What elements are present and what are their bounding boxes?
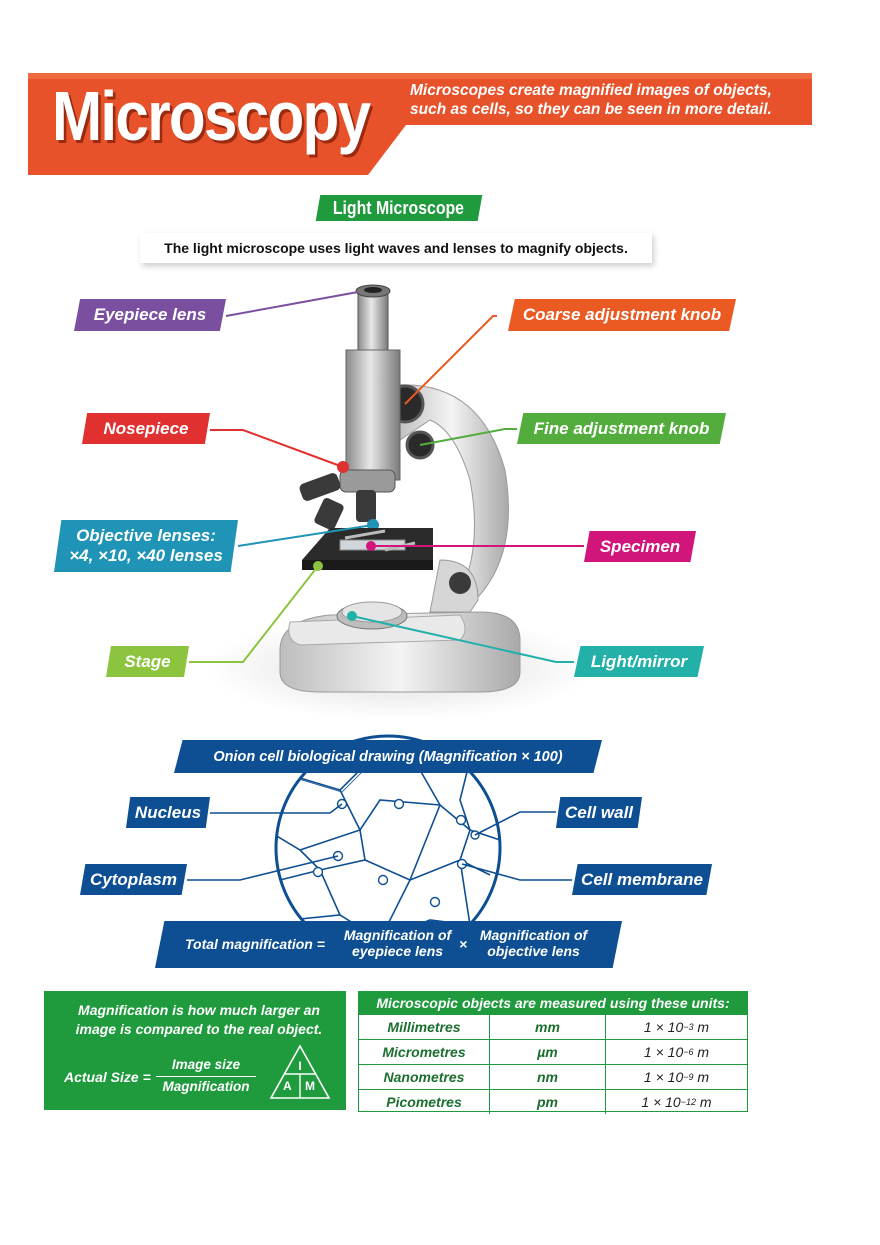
unit-value: 1 × 10−6 m <box>643 1044 710 1060</box>
unit-name: Picometres <box>359 1090 490 1114</box>
formula-left: Actual Size = <box>64 1069 151 1085</box>
iam-triangle-icon <box>269 1044 331 1099</box>
total-mag-label: Total magnification = <box>185 936 325 952</box>
fraction-line <box>156 1076 256 1077</box>
label-eyepiece-lens: Eyepiece lens <box>74 299 226 331</box>
unit-value: 1 × 10−12 m <box>641 1094 712 1110</box>
magnification-definition: Magnification is how much larger an imag… <box>75 1002 323 1037</box>
page-title: Microscopy <box>52 77 371 155</box>
formula-denominator: Magnification <box>162 1079 250 1094</box>
unit-symbol: nm <box>490 1065 606 1089</box>
total-mag-objective: Magnification of objective lens <box>479 927 588 959</box>
label-light-mirror: Light/mirror <box>574 646 704 677</box>
label-cytoplasm: Cytoplasm <box>80 864 187 895</box>
intro-text: The light microscope uses light waves an… <box>140 233 652 263</box>
label-nosepiece: Nosepiece <box>82 413 210 444</box>
label-cell-wall: Cell wall <box>556 797 642 828</box>
onion-title: Onion cell biological drawing (Magnifica… <box>174 740 602 773</box>
label-fine-adjustment-knob: Fine adjustment knob <box>517 413 726 444</box>
triangle-top: I <box>298 1059 302 1073</box>
unit-symbol: mm <box>490 1015 606 1039</box>
triangle-left: A <box>283 1079 292 1093</box>
label-nucleus: Nucleus <box>126 797 210 828</box>
unit-symbol: pm <box>490 1090 606 1114</box>
total-mag-times: × <box>459 936 468 952</box>
header-banner <box>28 73 812 175</box>
page-subtitle: Microscopes create magnified images of o… <box>410 82 772 118</box>
units-heading: Microscopic objects are measured using t… <box>359 992 747 1014</box>
total-mag-eyepiece: Magnification of eyepiece lens <box>343 927 452 959</box>
label-objective-lenses: Objective lenses: ×4, ×10, ×40 lenses <box>54 520 238 572</box>
formula-numerator: Image size <box>171 1057 241 1072</box>
total-magnification-banner: Total magnification = Magnification of e… <box>155 921 622 968</box>
unit-value: 1 × 10−3 m <box>643 1019 710 1035</box>
unit-name: Millimetres <box>359 1015 490 1039</box>
label-stage: Stage <box>106 646 189 677</box>
unit-symbol: µm <box>490 1040 606 1064</box>
units-table: Microscopic objects are measured using t… <box>358 991 748 1114</box>
magnification-box: Magnification is how much larger an imag… <box>44 991 346 1110</box>
label-specimen: Specimen <box>584 531 696 562</box>
eyepiece-tube <box>357 291 389 353</box>
label-coarse-adjustment-knob: Coarse adjustment knob <box>508 299 736 331</box>
label-cell-membrane: Cell membrane <box>572 864 712 895</box>
unit-name: Micrometres <box>359 1040 490 1064</box>
body-tube <box>345 349 401 481</box>
unit-value: 1 × 10−9 m <box>643 1069 710 1085</box>
unit-name: Nanometres <box>359 1065 490 1089</box>
triangle-right: M <box>305 1079 315 1093</box>
